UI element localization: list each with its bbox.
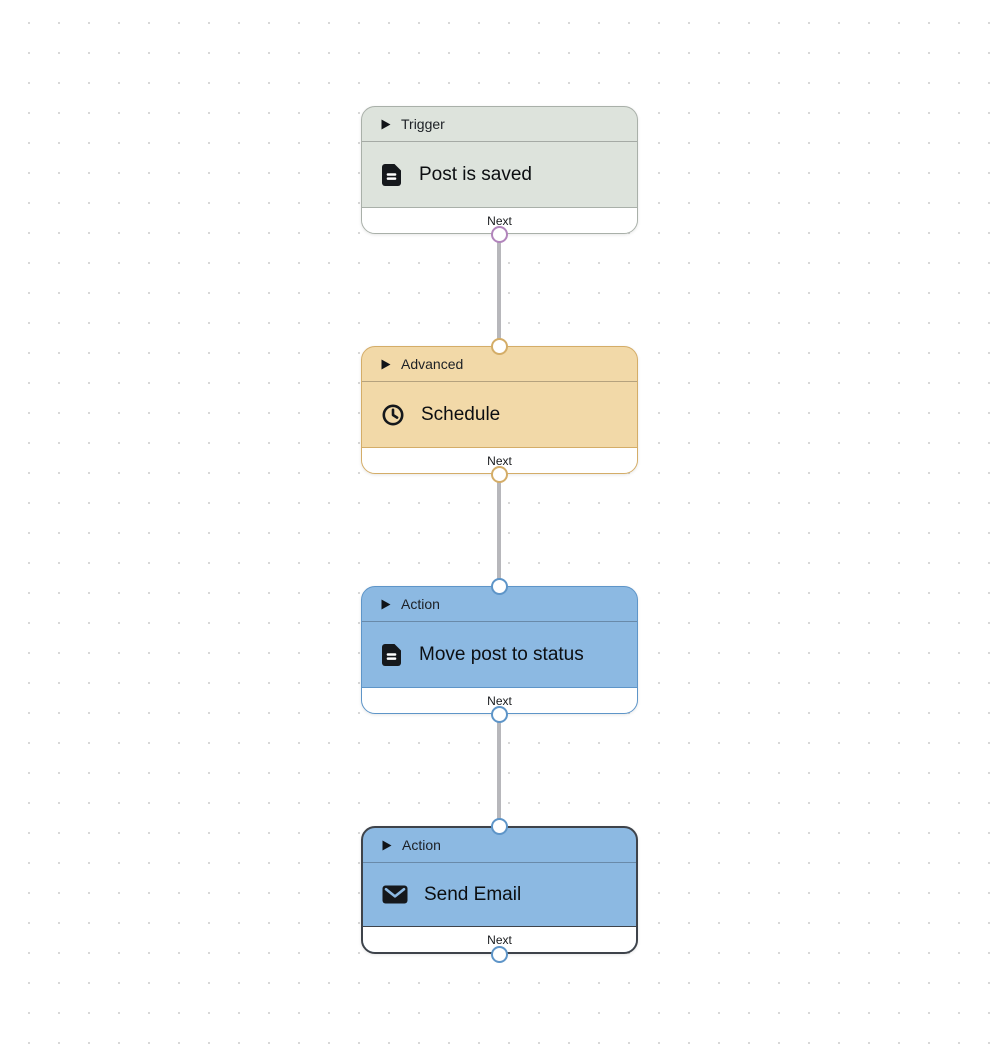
clock-icon (381, 403, 405, 427)
input-port[interactable] (491, 817, 508, 835)
node-footer: Next (362, 687, 637, 713)
collapse-triangle-icon[interactable] (381, 599, 391, 610)
node-header[interactable]: Action (363, 828, 636, 863)
output-port[interactable] (491, 945, 508, 963)
output-port[interactable] (491, 225, 508, 243)
node-trigger[interactable]: Trigger Post is saved Next (361, 106, 638, 234)
next-label: Next (487, 932, 512, 947)
connector-edge[interactable] (497, 714, 501, 826)
node-title: Post is saved (419, 163, 532, 185)
node-action-send-email[interactable]: Action Send Email Next (361, 826, 638, 954)
collapse-triangle-icon[interactable] (382, 840, 392, 851)
envelope-icon (382, 884, 408, 905)
output-port[interactable] (491, 705, 508, 723)
node-title: Schedule (421, 403, 501, 425)
node-body: Schedule (362, 382, 637, 447)
node-type-label: Action (401, 596, 440, 612)
node-title: Send Email (424, 883, 522, 905)
node-header[interactable]: Trigger (362, 107, 637, 142)
node-header[interactable]: Advanced (362, 347, 637, 382)
node-header[interactable]: Action (362, 587, 637, 622)
document-icon (381, 163, 403, 187)
connector-edge[interactable] (497, 474, 501, 586)
node-body: Move post to status (362, 622, 637, 687)
node-body: Post is saved (362, 142, 637, 207)
input-port[interactable] (491, 577, 508, 595)
collapse-triangle-icon[interactable] (381, 359, 391, 370)
node-type-label: Advanced (401, 356, 464, 372)
next-label: Next (487, 693, 512, 708)
node-type-label: Trigger (401, 116, 445, 132)
next-label: Next (487, 213, 512, 228)
document-icon (381, 643, 403, 667)
node-body: Send Email (363, 863, 636, 926)
node-title: Move post to status (419, 643, 584, 665)
node-action-move-post[interactable]: Action Move post to status Next (361, 586, 638, 714)
connector-edge[interactable] (497, 234, 501, 346)
output-port[interactable] (491, 465, 508, 483)
node-type-label: Action (402, 837, 441, 853)
node-advanced[interactable]: Advanced Schedule Next (361, 346, 638, 474)
input-port[interactable] (491, 337, 508, 355)
next-label: Next (487, 453, 512, 468)
collapse-triangle-icon[interactable] (381, 119, 391, 130)
